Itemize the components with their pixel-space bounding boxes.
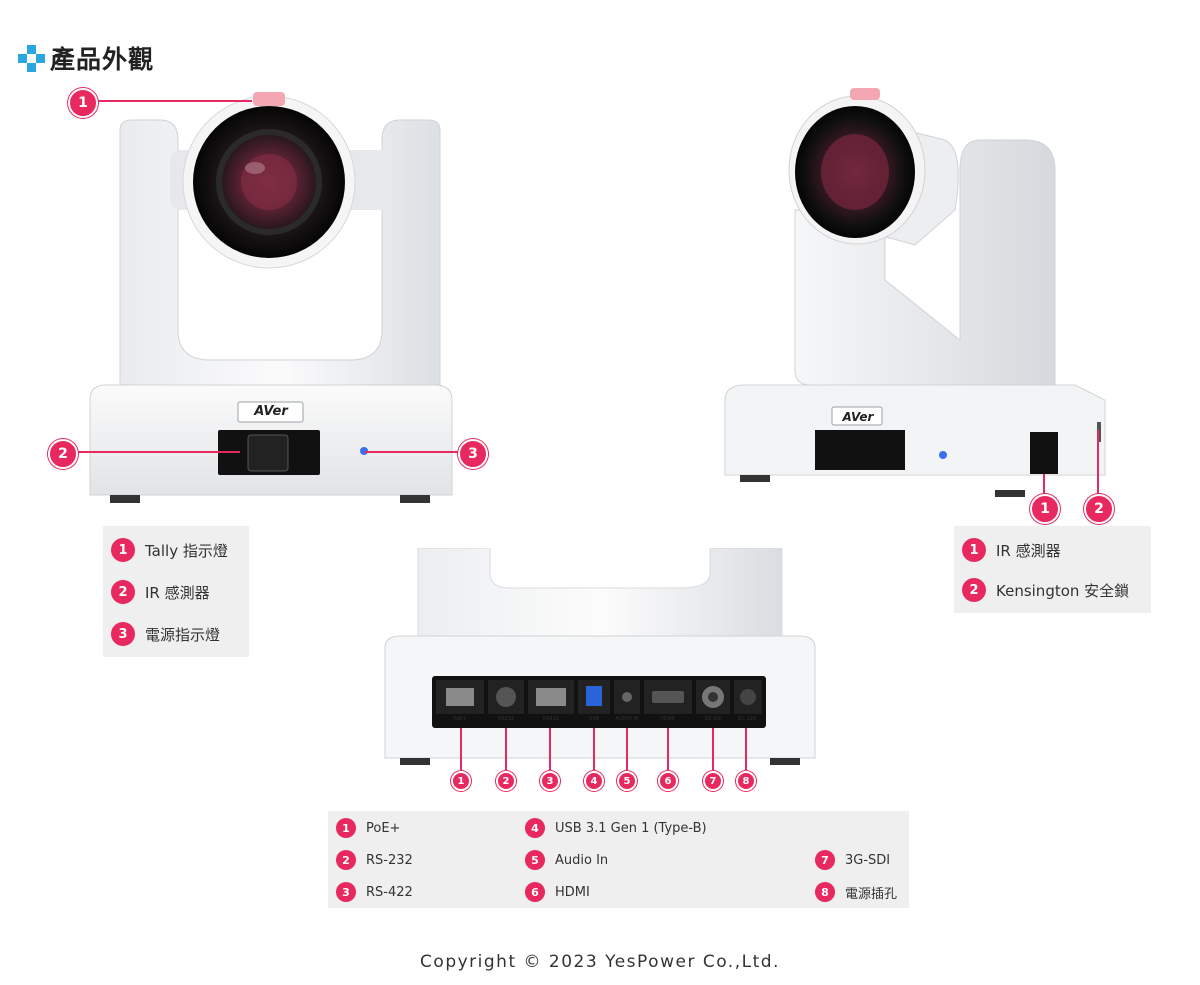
- legend-number: 7: [815, 850, 835, 870]
- callout-line: [1097, 430, 1099, 496]
- legend-item: 4 USB 3.1 Gen 1 (Type-B): [525, 818, 707, 838]
- legend-label: HDMI: [555, 884, 590, 900]
- callout-3: 3: [540, 771, 560, 791]
- port-label: USB: [588, 716, 600, 722]
- legend-number: 1: [336, 818, 356, 838]
- callout-7: 7: [703, 771, 723, 791]
- port-label: AUDIO IN: [615, 716, 639, 722]
- callout-2: 2: [48, 439, 78, 469]
- side-legend: 1 IR 感測器 2 Kensington 安全鎖: [954, 526, 1151, 613]
- legend-item: 5 Audio In: [525, 850, 608, 870]
- callout-1: 1: [451, 771, 471, 791]
- callout-1: 1: [1030, 494, 1060, 524]
- legend-number: 2: [962, 578, 986, 602]
- legend-number: 2: [336, 850, 356, 870]
- legend-label: IR 感測器: [145, 583, 210, 602]
- callout-line: [745, 728, 747, 770]
- legend-label: RS-422: [366, 884, 413, 900]
- legend-number: 1: [962, 538, 986, 562]
- legend-number: 8: [815, 882, 835, 902]
- side-brand-label: AVer: [842, 410, 874, 424]
- legend-label: 電源指示燈: [145, 625, 221, 644]
- side-camera-photo: [715, 80, 1115, 500]
- legend-item: 1 IR 感測器: [962, 538, 1061, 562]
- legend-label: 3G-SDI: [845, 852, 891, 868]
- callout-line: [92, 100, 252, 102]
- callout-1: 1: [68, 88, 98, 118]
- legend-label: Audio In: [555, 852, 609, 868]
- callout-3: 3: [458, 439, 488, 469]
- port-label: DC 12V: [737, 716, 757, 722]
- callout-line: [712, 728, 714, 770]
- legend-item: 7 3G-SDI: [815, 850, 890, 870]
- legend-label: Tally 指示燈: [145, 541, 228, 560]
- callout-4: 4: [584, 771, 604, 791]
- port-label: PoE+: [453, 716, 467, 722]
- callout-line: [667, 728, 669, 770]
- callout-2: 2: [1084, 494, 1114, 524]
- rear-camera-photo: [380, 548, 820, 770]
- legend-number: 6: [525, 882, 545, 902]
- section-header: 產品外觀: [18, 42, 154, 74]
- port-label: RS422: [542, 716, 560, 722]
- port-label: RS232: [497, 716, 515, 722]
- front-brand-label: AVer: [254, 404, 288, 419]
- callout-2: 2: [496, 771, 516, 791]
- legend-number: 3: [111, 622, 135, 646]
- legend-item: 2 Kensington 安全鎖: [962, 578, 1129, 602]
- legend-label: RS-232: [366, 852, 413, 868]
- callout-6: 6: [658, 771, 678, 791]
- port-label: 3G-SDI: [704, 716, 722, 722]
- legend-number: 3: [336, 882, 356, 902]
- legend-number: 5: [525, 850, 545, 870]
- legend-label: PoE+: [366, 820, 401, 836]
- legend-item: 1 Tally 指示燈: [111, 538, 228, 562]
- section-title: 產品外觀: [50, 45, 155, 74]
- front-legend: 1 Tally 指示燈 2 IR 感測器 3 電源指示燈: [103, 526, 249, 657]
- legend-label: 電源插孔: [845, 886, 898, 902]
- legend-item: 8 電源插孔: [815, 882, 897, 902]
- port-label: HDMI: [661, 716, 675, 722]
- legend-number: 4: [525, 818, 545, 838]
- legend-item: 6 HDMI: [525, 882, 590, 902]
- legend-label: IR 感測器: [996, 541, 1061, 560]
- legend-item: 3 RS-422: [336, 882, 413, 902]
- callout-line: [365, 451, 460, 453]
- legend-label: USB 3.1 Gen 1 (Type-B): [555, 820, 707, 836]
- legend-number: 2: [111, 580, 135, 604]
- callout-5: 5: [617, 771, 637, 791]
- callout-line: [505, 728, 507, 770]
- callout-line: [626, 728, 628, 770]
- callout-line: [460, 728, 462, 770]
- legend-item: 1 PoE+: [336, 818, 400, 838]
- cross-icon: [18, 45, 45, 72]
- rear-legend: 1 PoE+ 2 RS-232 3 RS-422 4 USB 3.1 Gen 1 (Ty…: [328, 811, 909, 908]
- callout-line: [1043, 474, 1045, 496]
- callout-line: [593, 728, 595, 770]
- legend-item: 3 電源指示燈: [111, 622, 220, 646]
- legend-number: 1: [111, 538, 135, 562]
- front-camera-photo: [60, 80, 500, 510]
- legend-item: 2 IR 感測器: [111, 580, 210, 604]
- callout-8: 8: [736, 771, 756, 791]
- copyright-text: Copyright © 2023 YesPower Co.,Ltd.: [420, 952, 780, 972]
- legend-item: 2 RS-232: [336, 850, 413, 870]
- callout-line: [74, 451, 240, 453]
- legend-label: Kensington 安全鎖: [996, 581, 1130, 600]
- callout-line: [549, 728, 551, 770]
